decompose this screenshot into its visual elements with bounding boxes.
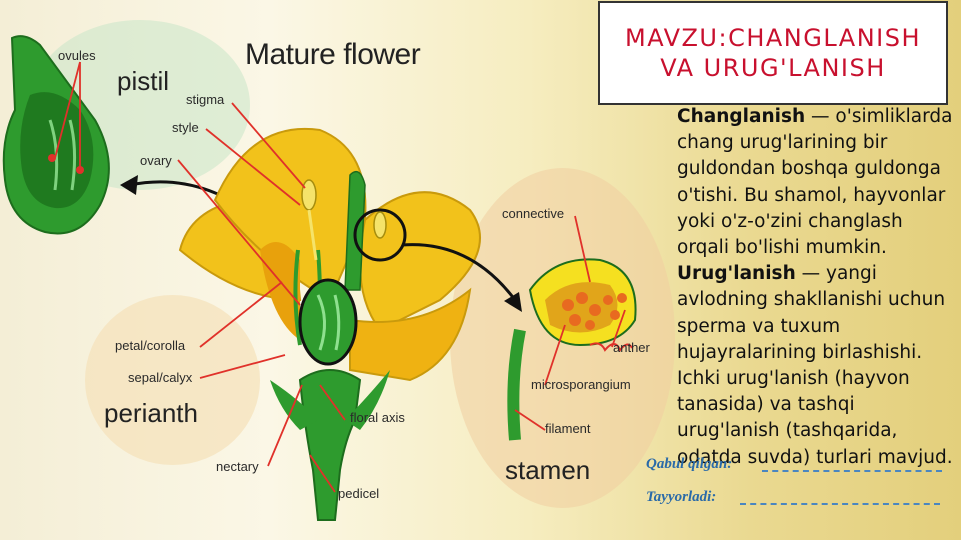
label-stamen: stamen (505, 455, 591, 485)
label-perianth: perianth (104, 398, 198, 428)
label-floral-axis: floral axis (350, 410, 405, 425)
definition-uruglanish: — yangi avlodning shakllanishi uchun spe… (677, 263, 953, 468)
petals (178, 127, 481, 382)
prepared-signature-line (740, 503, 940, 505)
slide-title: MAVZU:CHANGLANISH VA URUG'LANISH (598, 1, 948, 105)
body-text: Changlanish — o'simliklarda chang urug'l… (677, 104, 959, 471)
label-pedicel: pedicel (338, 486, 380, 501)
label-filament: filament (545, 421, 591, 436)
term-uruglanish: Urug'lanish (677, 263, 796, 285)
term-changlanish: Changlanish (677, 106, 806, 127)
label-ovary: ovary (140, 153, 172, 168)
label-nectary: nectary (216, 459, 259, 474)
label-microsporangium: microsporangium (531, 377, 631, 392)
slide-title-text: MAVZU:CHANGLANISH VA URUG'LANISH (624, 24, 922, 82)
label-anther: anther (613, 340, 650, 355)
accepted-label: Qabul qilgan: (646, 456, 733, 472)
label-ovules: ovules (58, 48, 96, 63)
diagram-title: Mature flower (245, 38, 421, 71)
label-stigma: stigma (186, 92, 225, 107)
prepared-label: Tayyorladi: (646, 489, 717, 505)
label-sepal: sepal/calyx (128, 370, 193, 385)
pistil-illustration (2, 35, 110, 235)
definition-changlanish: — o'simliklarda chang urug'larining bir … (677, 106, 953, 259)
label-lines (54, 61, 626, 493)
accepted-signature-line (762, 470, 942, 472)
label-style: style (172, 120, 199, 135)
label-petal: petal/corolla (115, 338, 186, 353)
label-connective: connective (502, 206, 565, 221)
label-pistil: pistil (117, 66, 170, 96)
